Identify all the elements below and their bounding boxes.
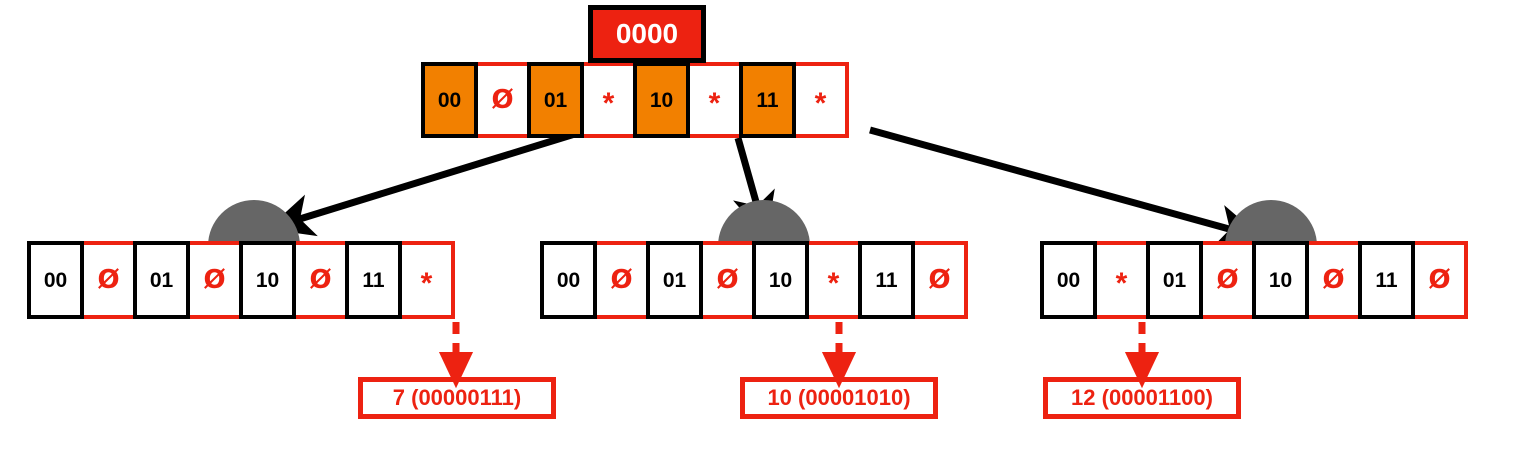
child2-key-label-11: 11 — [1375, 268, 1398, 292]
child1-key-cell-01[interactable]: 01 — [646, 241, 703, 319]
leaf-value-text-2: 12 (00001100) — [1071, 385, 1213, 410]
root-key-cell-01[interactable]: 01 — [527, 62, 584, 138]
root-node: 00 Ø 01 * 10 * 11 * — [421, 62, 849, 138]
pointer-icon: * — [1115, 267, 1128, 300]
child0-pointer-cell-00[interactable]: Ø — [80, 241, 137, 319]
empty-icon: Ø — [97, 265, 120, 295]
child0-key-label-01: 01 — [149, 268, 174, 292]
child1-key-label-00: 00 — [556, 268, 581, 292]
child1-key-label-11: 11 — [875, 268, 898, 292]
leaf-value-box-2: 12 (00001100) — [1043, 377, 1241, 419]
root-pointer-cell-01[interactable]: * — [580, 62, 637, 138]
empty-icon: Ø — [1322, 265, 1345, 295]
child0-pointer-cell-10[interactable]: Ø — [292, 241, 349, 319]
empty-icon: Ø — [1216, 265, 1239, 295]
root-pointer-cell-11[interactable]: * — [792, 62, 849, 138]
root-key-cell-00[interactable]: 00 — [421, 62, 478, 138]
empty-icon: Ø — [203, 265, 226, 295]
child2-key-cell-10[interactable]: 10 — [1252, 241, 1309, 319]
child1-key-cell-11[interactable]: 11 — [858, 241, 915, 319]
child0-pointer-cell-11[interactable]: * — [398, 241, 455, 319]
child2-pointer-cell-10[interactable]: Ø — [1305, 241, 1362, 319]
hash-blob-2 — [1225, 200, 1317, 246]
child1-pointer-cell-10[interactable]: * — [805, 241, 862, 319]
root-key-label-00: 00 — [437, 88, 462, 112]
leaf-value-text-0: 7 (00000111) — [392, 385, 522, 410]
child2-key-cell-00[interactable]: 00 — [1040, 241, 1097, 319]
root-label-text: 0000 — [615, 18, 679, 49]
empty-icon: Ø — [610, 265, 633, 295]
child1-pointer-cell-11[interactable]: Ø — [911, 241, 968, 319]
child0-key-label-10: 10 — [255, 268, 280, 292]
leaf-value-box-0: 7 (00000111) — [358, 377, 556, 419]
hash-blob-1 — [718, 200, 810, 246]
pointer-icon: * — [602, 87, 615, 120]
child1-key-cell-10[interactable]: 10 — [752, 241, 809, 319]
root-key-label-11: 11 — [756, 88, 779, 112]
pointer-icon: * — [814, 87, 827, 120]
root-key-label-01: 01 — [543, 88, 568, 112]
hash-blob-0 — [208, 200, 300, 246]
child1-key-label-01: 01 — [662, 268, 687, 292]
root-pointer-cell-10[interactable]: * — [686, 62, 743, 138]
child0-key-cell-11[interactable]: 11 — [345, 241, 402, 319]
arrow-root-to-child-0 — [267, 129, 580, 237]
child2-key-label-01: 01 — [1162, 268, 1187, 292]
child0-key-cell-10[interactable]: 10 — [239, 241, 296, 319]
empty-icon: Ø — [309, 265, 332, 295]
leaf-value-box-1: 10 (00001010) — [740, 377, 938, 419]
pointer-icon: * — [827, 267, 840, 300]
child-node-1: 00 Ø 01 Ø 10 * 11 Ø — [540, 241, 968, 319]
child2-key-label-00: 00 — [1056, 268, 1081, 292]
child1-key-label-10: 10 — [768, 268, 793, 292]
child0-key-label-00: 00 — [43, 268, 68, 292]
root-key-cell-11[interactable]: 11 — [739, 62, 796, 138]
child-node-0: 00 Ø 01 Ø 10 Ø 11 * — [27, 241, 455, 319]
pointer-icon: * — [420, 267, 433, 300]
empty-icon: Ø — [928, 265, 951, 295]
child1-pointer-cell-00[interactable]: Ø — [593, 241, 650, 319]
child2-pointer-cell-01[interactable]: Ø — [1199, 241, 1256, 319]
child0-key-cell-01[interactable]: 01 — [133, 241, 190, 319]
pointer-icon: * — [708, 87, 721, 120]
child1-key-cell-00[interactable]: 00 — [540, 241, 597, 319]
empty-icon: Ø — [1428, 265, 1451, 295]
child2-pointer-cell-11[interactable]: Ø — [1411, 241, 1468, 319]
root-key-cell-10[interactable]: 10 — [633, 62, 690, 138]
root-key-label-10: 10 — [649, 88, 674, 112]
child2-key-label-10: 10 — [1268, 268, 1293, 292]
child2-key-cell-11[interactable]: 11 — [1358, 241, 1415, 319]
root-pointer-cell-00[interactable]: Ø — [474, 62, 531, 138]
empty-icon: Ø — [491, 85, 514, 115]
child1-pointer-cell-01[interactable]: Ø — [699, 241, 756, 319]
leaf-value-text-1: 10 (00001010) — [767, 385, 911, 410]
arrow-root-to-child-2 — [869, 126, 1263, 247]
child0-pointer-cell-01[interactable]: Ø — [186, 241, 243, 319]
child-node-2: 00 * 01 Ø 10 Ø 11 Ø — [1040, 241, 1468, 319]
empty-icon: Ø — [716, 265, 739, 295]
root-label-box: 0000 — [588, 5, 706, 63]
child2-key-cell-01[interactable]: 01 — [1146, 241, 1203, 319]
child0-key-cell-00[interactable]: 00 — [27, 241, 84, 319]
child0-key-label-11: 11 — [362, 268, 385, 292]
child2-pointer-cell-00[interactable]: * — [1093, 241, 1150, 319]
